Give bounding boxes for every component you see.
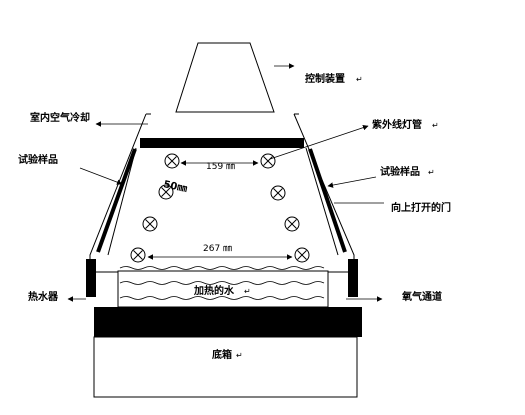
uv-lamp: [142, 216, 158, 232]
label-heated-water: 加热的水: [193, 284, 235, 297]
lamp-housing-bar: [140, 138, 304, 148]
dimension-159-label: 159 ㎜: [206, 162, 235, 172]
water-tray: [117, 270, 329, 308]
sample-panel-left: [96, 148, 137, 253]
base-slab: [94, 307, 362, 337]
water-heater-left: [86, 259, 96, 297]
base-box: [93, 336, 358, 398]
door-panel-right: [308, 148, 347, 253]
control-device-box: [175, 42, 275, 113]
label-test-sample-right: 试验样品: [380, 165, 420, 178]
uv-lamp: [270, 185, 286, 201]
uv-lamp: [164, 153, 180, 169]
label-base-box: 底箱: [212, 348, 232, 361]
svg-text:↵: ↵: [428, 168, 435, 177]
uv-lamp: [284, 216, 300, 232]
dimension-50-label: 50㎜: [162, 179, 188, 195]
label-test-sample-left: 试验样品: [18, 153, 58, 166]
water-heater-right: [348, 259, 358, 297]
uv-lamp: [294, 247, 310, 263]
label-water-heater: 热水器: [28, 290, 59, 303]
dimension-267-label: 267 ㎜: [203, 244, 232, 254]
label-uv-lamp-tube: 紫外线灯管: [372, 118, 422, 131]
label-indoor-air-cooling: 室内空气冷却: [30, 111, 90, 124]
label-oxygen-channel: 氧气通道: [401, 290, 442, 303]
svg-text:↵: ↵: [356, 75, 363, 84]
uv-lamp: [130, 247, 146, 263]
label-control-device: 控制装置: [305, 72, 345, 85]
svg-text:↵: ↵: [432, 121, 439, 130]
uv-lamp: [260, 153, 276, 169]
svg-text:↵: ↵: [244, 287, 251, 296]
svg-text:↵: ↵: [236, 351, 243, 360]
label-door-opens-up: 向上打开的门: [391, 201, 451, 214]
